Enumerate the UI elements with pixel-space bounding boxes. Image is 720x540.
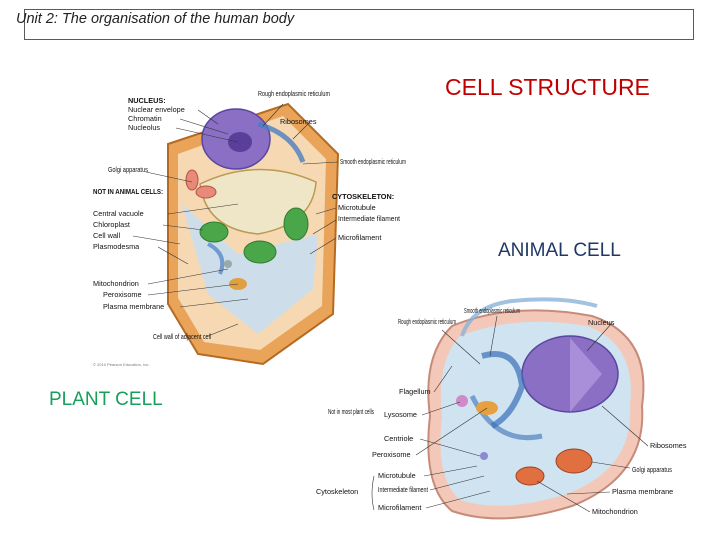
plant-label-cytoskeleton: CYTOSKELETON: — [332, 192, 394, 201]
animal-cell-illustration — [427, 297, 645, 520]
plant-label-mitochondrion: Mitochondrion — [93, 279, 139, 288]
plant-label-plasma-membrane: Plasma membrane — [103, 302, 164, 311]
plant-cell-heading: PLANT CELL — [49, 389, 163, 410]
plant-label-smooth-er: Smooth endoplasmic reticulum — [340, 157, 406, 166]
animal-label-ribosomes: Ribosomes — [650, 441, 687, 450]
unit-title: Unit 2: The organisation of the human bo… — [16, 11, 295, 27]
plant-label-ribosomes: Ribosomes — [280, 117, 317, 126]
animal-label-microtubule: Microtubule — [378, 471, 416, 480]
animal-label-rough-er: Rough endoplasmic reticulum — [398, 317, 456, 326]
animal-label-flagellum: Flagellum — [399, 387, 431, 396]
animal-label-intermediate-filament: Intermediate filament — [378, 485, 428, 494]
plant-label-nucleolus: Nucleolus — [128, 123, 160, 132]
plant-cell-diagram: NUCLEUS: Nuclear envelope Chromatin Nucl… — [93, 89, 406, 367]
plant-label-microfilament: Microfilament — [338, 233, 381, 242]
plant-label-chloroplast: Chloroplast — [93, 220, 130, 229]
animal-label-centriole: Centriole — [384, 434, 413, 443]
plant-cell-illustration — [167, 102, 340, 366]
plant-label-plasmodesma: Plasmodesma — [93, 242, 140, 251]
plant-copyright: © 2010 Pearson Education, Inc. — [93, 362, 150, 367]
plant-label-peroxisome: Peroxisome — [103, 290, 142, 299]
animal-label-mitochondrion: Mitochondrion — [592, 507, 638, 516]
plant-label-central-vacuole: Central vacuole — [93, 209, 144, 218]
plant-label-microtubule: Microtubule — [338, 203, 376, 212]
plant-label-chromatin: Chromatin — [128, 114, 162, 123]
animal-cell-diagram: Smooth endoplasmic reticulum Rough endop… — [316, 297, 687, 520]
plant-label-rough-er: Rough endoplasmic reticulum — [258, 89, 330, 98]
animal-label-nucleus: Nucleus — [588, 318, 615, 327]
plant-label-cell-wall: Cell wall — [93, 231, 121, 240]
animal-label-lysosome: Lysosome — [384, 410, 417, 419]
plant-label-adjacent-wall: Cell wall of adjacent cell — [153, 332, 211, 341]
plant-label-not-in-animal: NOT IN ANIMAL CELLS: — [93, 187, 163, 196]
slide-title: CELL STRUCTURE — [445, 74, 650, 100]
header-box — [24, 9, 694, 40]
plant-label-intermediate-filament: Intermediate filament — [338, 214, 400, 223]
plant-label-nucleus: NUCLEUS: — [128, 96, 166, 105]
animal-label-plasma-membrane: Plasma membrane — [612, 487, 673, 496]
animal-label-microfilament: Microfilament — [378, 503, 421, 512]
animal-label-smooth-er: Smooth endoplasmic reticulum — [464, 306, 520, 315]
animal-cell-heading: ANIMAL CELL — [498, 240, 621, 261]
animal-label-golgi: Golgi apparatus — [632, 465, 672, 474]
animal-label-cytoskeleton: Cytoskeleton — [316, 487, 358, 496]
plant-label-nuclear-envelope: Nuclear envelope — [128, 105, 185, 114]
animal-label-peroxisome: Peroxisome — [372, 450, 411, 459]
plant-label-golgi: Golgi apparatus — [108, 165, 148, 174]
animal-label-not-in-plant: Not in most plant cells — [328, 407, 374, 416]
